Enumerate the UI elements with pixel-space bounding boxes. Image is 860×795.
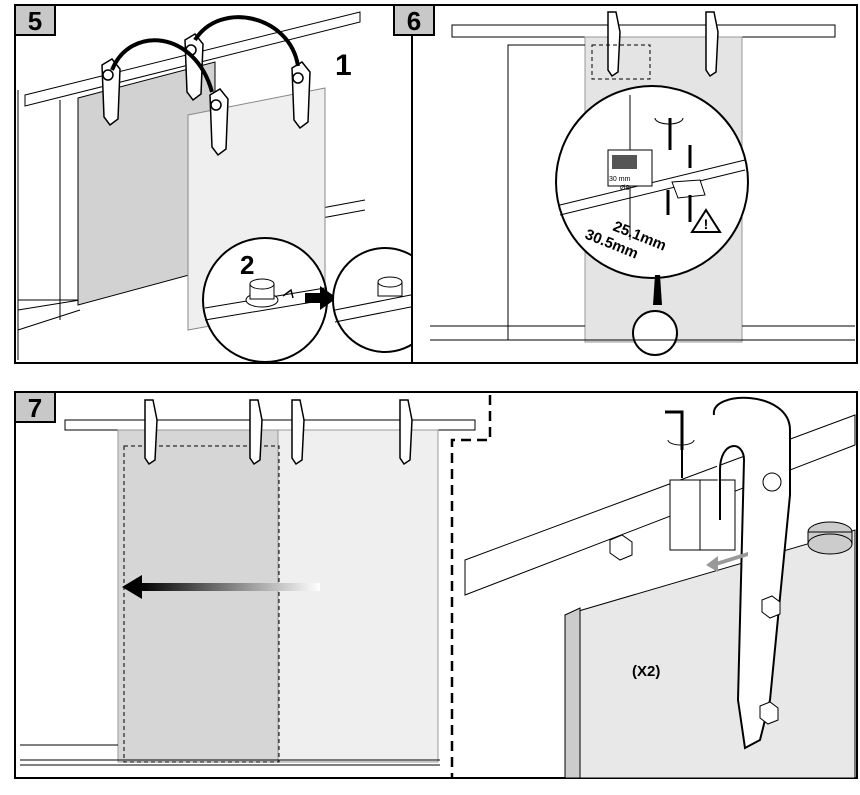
- zoom-circle-6b: [632, 310, 678, 356]
- hanger-5c: [209, 88, 229, 157]
- lift-arrow-b: [193, 15, 300, 67]
- step-badge-6: [393, 4, 435, 36]
- anti-jump-block: [669, 479, 736, 551]
- stopper: [807, 533, 853, 555]
- drill-diameter-label: Ø8: [620, 185, 629, 192]
- hanger-6b: [705, 11, 719, 78]
- step-number-5: 5: [28, 6, 42, 36]
- hanger-7b: [249, 399, 263, 466]
- door-7-left: [117, 429, 284, 763]
- slide-arrow-head: [122, 575, 142, 599]
- panel-step-6: 6 30 mm Ø8 ! 25.1mm 30.5mm: [393, 4, 858, 364]
- step-badge-7: [14, 391, 56, 423]
- warning-icon: [690, 208, 722, 233]
- slide-arrow-shaft: [140, 583, 320, 591]
- door-7-right: [277, 429, 439, 763]
- drill-depth-label: 30 mm: [609, 176, 631, 183]
- track-rail-7: [64, 419, 476, 431]
- sub-step-1: 1: [335, 49, 352, 82]
- lift-arrow-a: [110, 38, 214, 93]
- hanger-5a: [101, 58, 121, 127]
- step-badge-5: [14, 4, 56, 36]
- track-rail-6: [451, 24, 836, 38]
- hanger-7c: [291, 399, 305, 466]
- hanger-5d: [291, 61, 311, 130]
- allen-key-icon: [665, 410, 684, 450]
- next-arrow: [305, 286, 337, 310]
- svg-text:!: !: [704, 216, 709, 232]
- step-number-7: 7: [28, 393, 42, 423]
- floor-guide: [671, 179, 706, 199]
- hanger-7a: [144, 399, 158, 466]
- step-number-6: 6: [407, 6, 421, 36]
- hanger-7d: [399, 399, 413, 466]
- rail-bolt: [609, 534, 633, 561]
- adjust-arrow: [716, 552, 748, 566]
- hanger-6a: [607, 11, 621, 78]
- panel-step-5: 5 1: [14, 4, 438, 364]
- panel-step-7: 7: [14, 391, 858, 779]
- quantity-label: (X2): [632, 663, 660, 680]
- sub-step-2: 2: [240, 250, 254, 280]
